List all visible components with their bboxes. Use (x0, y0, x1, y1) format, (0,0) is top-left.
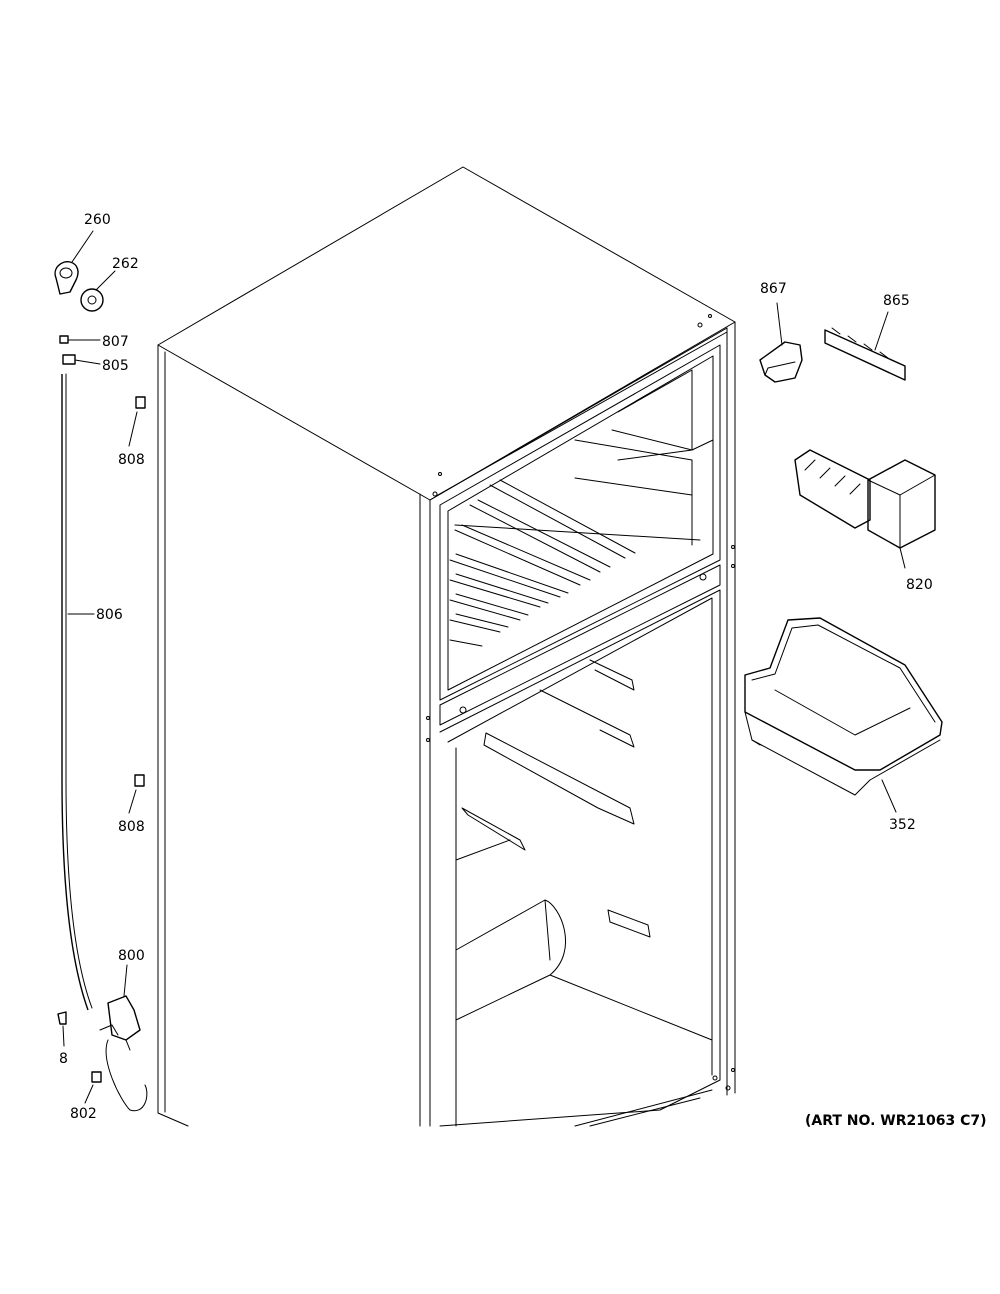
refrigerator-cabinet (157, 166, 736, 1127)
part-820-ice-maker-icon (794, 449, 936, 569)
part-802-clip-icon (84, 1071, 102, 1104)
callout-820: 820 (906, 577, 933, 593)
part-865-icon (824, 311, 906, 381)
part-800-water-valve-icon (99, 964, 148, 1112)
part-262-icon (80, 270, 116, 312)
part-808-upper-icon (128, 396, 146, 447)
part-352-ice-bin-icon (744, 617, 943, 813)
fresh-food-compartment (439, 589, 731, 1127)
part-8-screw-icon (57, 1011, 67, 1047)
callout-805: 805 (102, 358, 129, 374)
freezer-compartment (439, 344, 721, 726)
callout-808-lower: 808 (118, 819, 145, 835)
callout-262: 262 (112, 256, 139, 272)
callout-802: 802 (70, 1106, 97, 1122)
callout-352: 352 (889, 817, 916, 833)
callout-806: 806 (96, 607, 123, 623)
part-806-tube-icon (61, 373, 95, 1011)
part-805-icon (62, 354, 101, 365)
part-808-lower-icon (128, 774, 145, 814)
part-867-icon (759, 302, 803, 383)
art-number: (ART NO. WR21063 C7) (805, 1113, 987, 1129)
callout-260: 260 (84, 212, 111, 228)
callout-8: 8 (59, 1051, 68, 1067)
part-260-icon (54, 230, 94, 295)
callout-808-upper: 808 (118, 452, 145, 468)
callout-867: 867 (760, 281, 787, 297)
callout-807: 807 (102, 334, 129, 350)
callout-865: 865 (883, 293, 910, 309)
callout-800: 800 (118, 948, 145, 964)
part-807-icon (59, 335, 101, 344)
